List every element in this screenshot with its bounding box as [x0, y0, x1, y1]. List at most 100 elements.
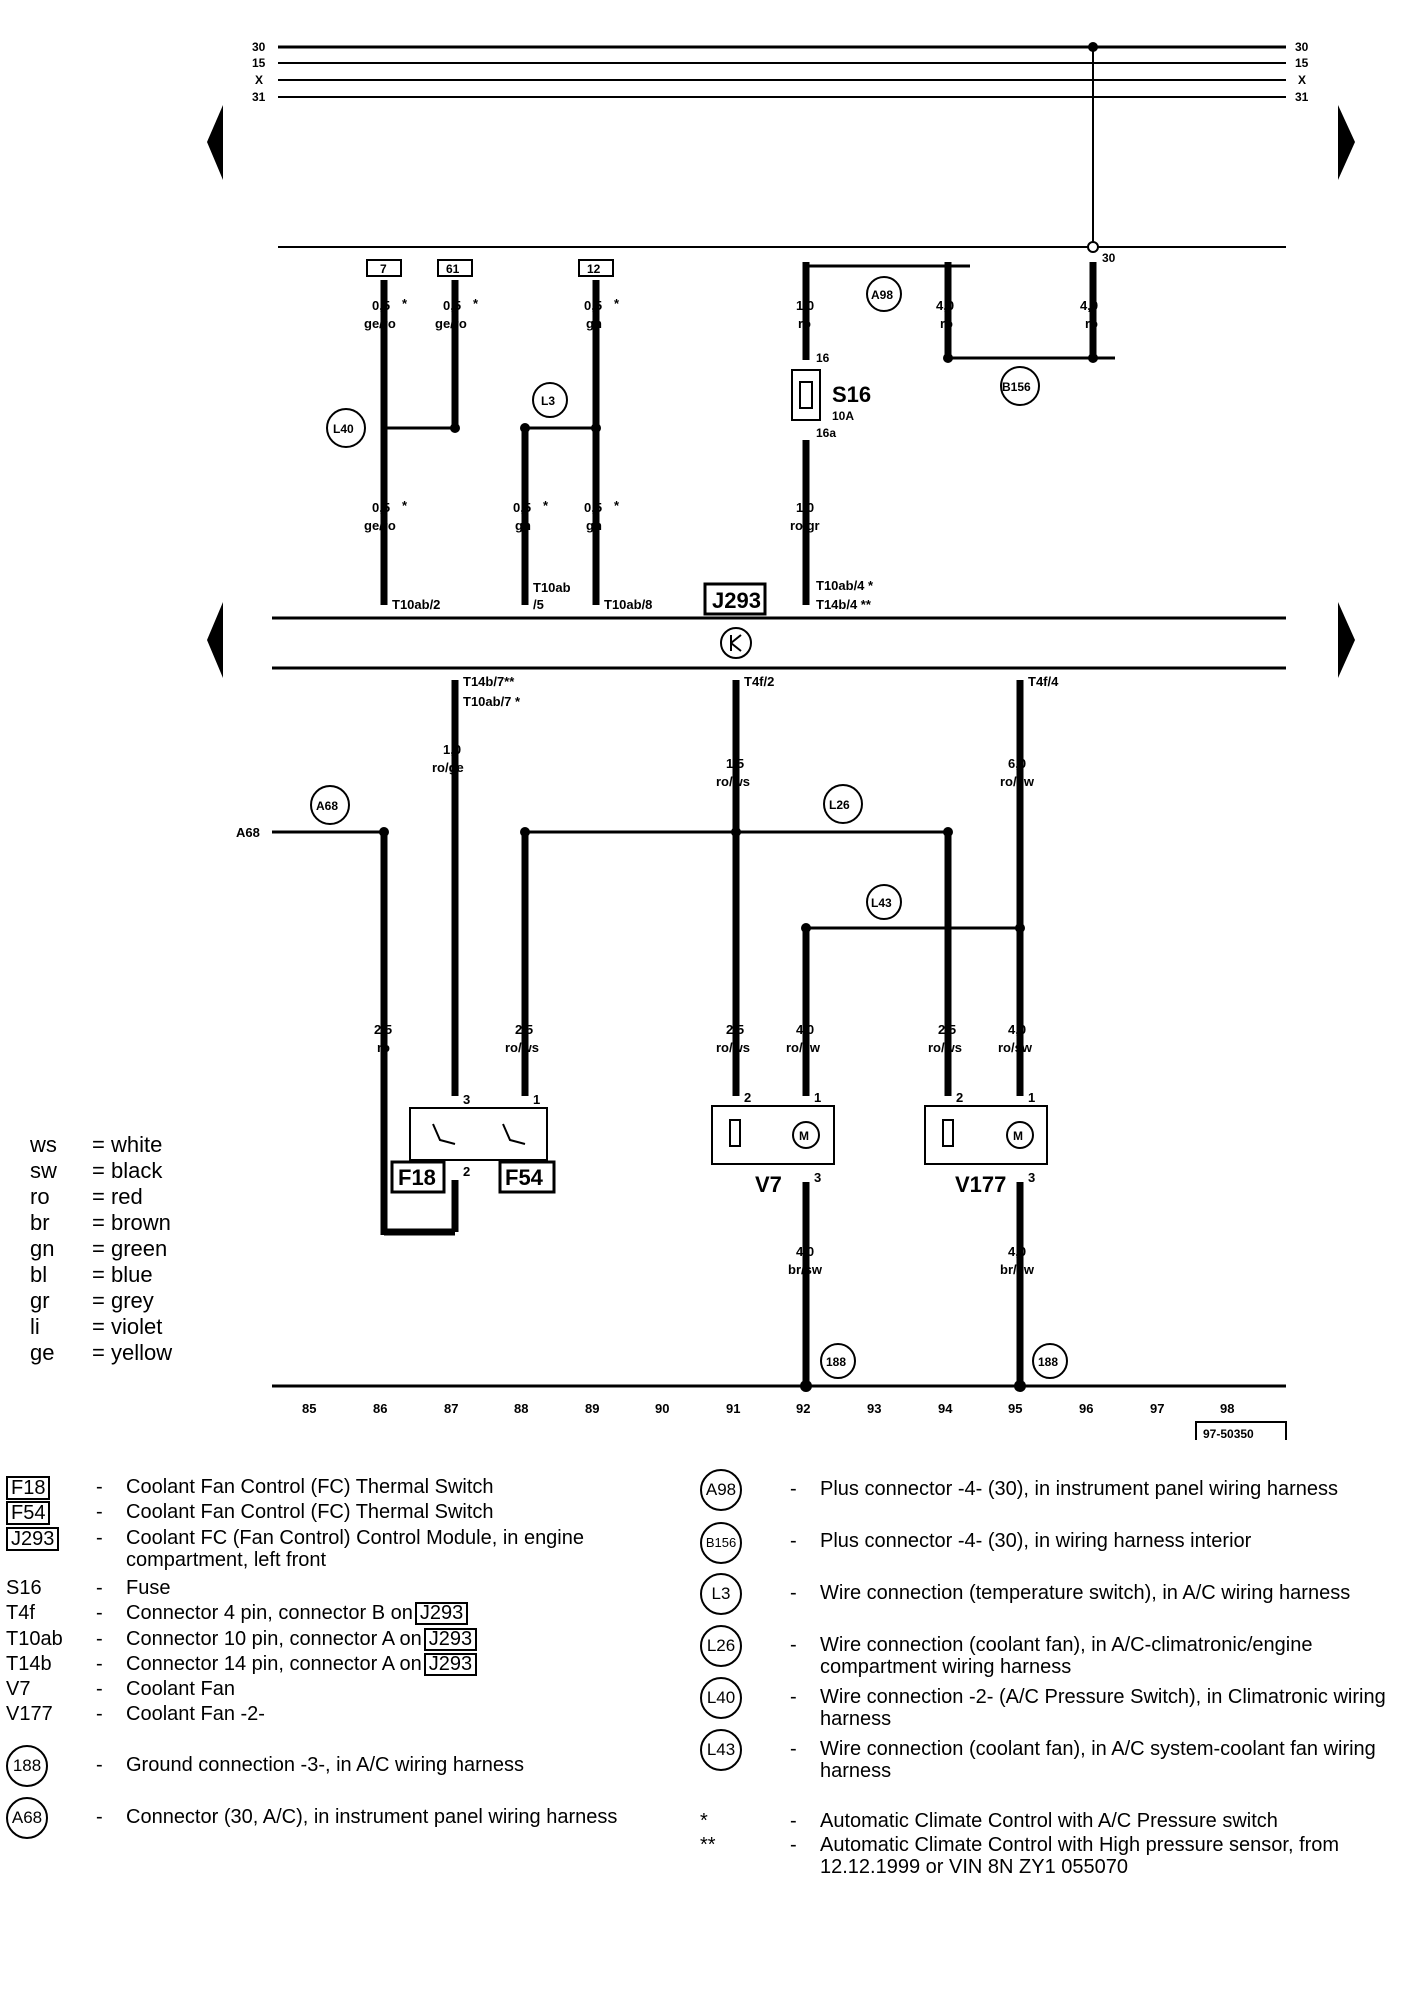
rail-label-15-right: 15 — [1295, 56, 1309, 70]
svg-text:1: 1 — [1028, 1090, 1035, 1105]
wire-label-color: br/sw — [788, 1262, 823, 1277]
rail-label-x-left: X — [255, 73, 263, 87]
svg-text:A68: A68 — [316, 799, 338, 813]
svg-text:V7: V7 — [755, 1172, 782, 1197]
column-number: 87 — [444, 1401, 458, 1416]
color-code-row: gr= grey — [30, 1288, 154, 1313]
terminal-30-label: 30 — [1102, 251, 1116, 265]
svg-text:188: 188 — [826, 1355, 846, 1369]
wire-label-color: gn — [586, 316, 602, 331]
wire-label-size: 4,0 — [936, 298, 954, 313]
nav-arrow-right-mid[interactable] — [1338, 602, 1355, 678]
legend-item: L43-Wire connection (coolant fan), in A/… — [700, 1729, 1400, 1782]
nav-arrow-left-top[interactable] — [207, 105, 223, 180]
svg-text:B156: B156 — [1002, 380, 1031, 394]
wire-label-color: ro/gr — [790, 518, 820, 533]
pin-labels: T10ab/2 T10ab /5 T10ab/8 T10ab/4 * T14b/… — [236, 578, 1059, 1185]
wire-label-color: ro/ws — [928, 1040, 962, 1055]
color-code-row: br= brown — [30, 1210, 171, 1235]
nav-arrow-left-mid[interactable] — [207, 602, 223, 678]
svg-text:T4f/2: T4f/2 — [744, 674, 774, 689]
wire-label-color: ro/ws — [716, 774, 750, 789]
svg-text:T4f/4: T4f/4 — [1028, 674, 1059, 689]
svg-text:3: 3 — [1028, 1170, 1035, 1185]
svg-text:T14b/7**: T14b/7** — [463, 674, 515, 689]
color-code-row: bl= blue — [30, 1262, 153, 1287]
color-code-row: sw= black — [30, 1158, 163, 1183]
svg-text:L26: L26 — [829, 798, 850, 812]
svg-text:/5: /5 — [533, 597, 544, 612]
column-number: 97 — [1150, 1401, 1164, 1416]
svg-text:T14b/4 **: T14b/4 ** — [816, 597, 872, 612]
svg-text:V177: V177 — [955, 1172, 1006, 1197]
power-rails — [278, 45, 1286, 248]
legend-item: F18-Coolant Fan Control (FC) Thermal Swi… — [6, 1476, 686, 1500]
svg-text:T10ab: T10ab — [533, 580, 571, 595]
svg-text:*: * — [614, 498, 620, 513]
wire-label-size: 0,5 — [584, 298, 602, 313]
wire-label-color: br/sw — [1000, 1262, 1035, 1277]
connection-b156: B156 — [1000, 366, 1040, 406]
rail-label-x-right: X — [1298, 73, 1306, 87]
wire-label-size: 0,5 — [372, 298, 390, 313]
svg-text:L40: L40 — [333, 422, 354, 436]
legend-item: S16-Fuse — [6, 1577, 171, 1599]
svg-text:*: * — [402, 498, 408, 513]
legend-item: *-Automatic Climate Control with A/C Pre… — [700, 1810, 1278, 1832]
wire-label-color: gn — [515, 518, 531, 533]
rail-label-31-right: 31 — [1295, 90, 1309, 104]
svg-text:F54: F54 — [505, 1165, 544, 1190]
wire-label-color: ro/ws — [505, 1040, 539, 1055]
svg-text:S16: S16 — [832, 382, 871, 407]
rail-label-30-left: 30 — [252, 40, 266, 54]
legend-item: L40-Wire connection -2- (A/C Pressure Sw… — [700, 1677, 1400, 1730]
connection-a68: A68 — [310, 785, 350, 825]
svg-text:T10ab/8: T10ab/8 — [604, 597, 652, 612]
legend-item: J293-Coolant FC (Fan Control) Control Mo… — [6, 1527, 686, 1571]
wire-label-size: 4,0 — [796, 1244, 814, 1259]
legend-item: 188-Ground connection -3-, in A/C wiring… — [6, 1745, 686, 1787]
nav-arrow-right-top[interactable] — [1338, 105, 1355, 180]
wire-label-color: ge/ro — [364, 518, 396, 533]
top-terminal-7: 7 — [366, 259, 402, 277]
svg-text:10A: 10A — [832, 409, 854, 423]
wire-label-size: 2,5 — [374, 1022, 392, 1037]
svg-text:2: 2 — [463, 1164, 470, 1179]
wire-label-color: ro — [798, 316, 811, 331]
color-code-row: gn= green — [30, 1236, 168, 1261]
svg-text:97-50350: 97-50350 — [1203, 1427, 1254, 1440]
color-code-row: ge= yellow — [30, 1340, 173, 1365]
wire-labels: 0,5*ge/ro 0,5*ge/ro 0,5*gn 1,0ro 4,0ro 4… — [364, 296, 1098, 1277]
legend-item: L26-Wire connection (coolant fan), in A/… — [700, 1625, 1400, 1678]
wire-label-size: 4,0 — [1008, 1022, 1026, 1037]
wire-label-size: 1,0 — [443, 742, 461, 757]
control-module-j293: J293 — [703, 582, 767, 659]
legend-item: **-Automatic Climate Control with High p… — [700, 1834, 1340, 1878]
svg-text:M: M — [799, 1129, 809, 1143]
connection-l40: L40 — [326, 408, 366, 448]
svg-text:*: * — [402, 296, 408, 311]
wire-label-color: ge/ro — [364, 316, 396, 331]
svg-text:*: * — [614, 296, 620, 311]
svg-text:M: M — [1013, 1129, 1023, 1143]
wire-label-size: 6,0 — [1008, 756, 1026, 771]
wire-label-color: ge/ro — [435, 316, 467, 331]
column-number: 88 — [514, 1401, 528, 1416]
wire-label-size: 4,0 — [1008, 1244, 1026, 1259]
wire-label-color: ro — [377, 1040, 390, 1055]
svg-text:A98: A98 — [871, 288, 893, 302]
column-number: 94 — [938, 1401, 953, 1416]
svg-text:2: 2 — [744, 1090, 751, 1105]
connection-l43: L43 — [866, 884, 902, 920]
column-numbers: 85 86 87 88 89 90 91 92 93 94 95 96 97 9… — [302, 1401, 1234, 1416]
component-legend-right: A98-Plus connector -4- (30), in instrume… — [700, 1469, 1400, 1898]
wire-label-size: 4,0 — [1080, 298, 1098, 313]
legend-item: A68-Connector (30, A/C), in instrument p… — [6, 1797, 686, 1839]
fan-motor-v177: M V177 — [924, 1105, 1048, 1197]
legend-item: A98-Plus connector -4- (30), in instrume… — [700, 1469, 1400, 1511]
svg-text:A68: A68 — [236, 825, 260, 840]
svg-text:J293: J293 — [712, 588, 761, 613]
fuse-s16: 16 S16 10A 16a — [791, 351, 871, 440]
